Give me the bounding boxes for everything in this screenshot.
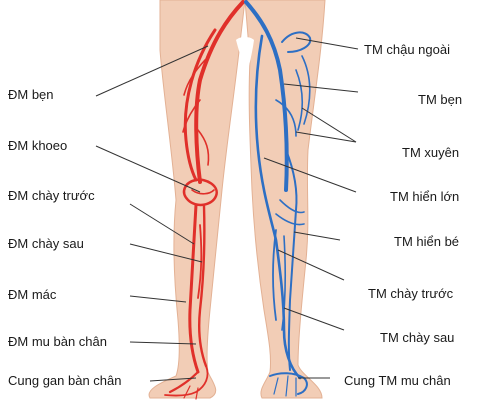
small-saphenous-vein (287, 209, 297, 371)
leader-tm-xuyen-2 (295, 131, 357, 143)
posterior-tibial-artery (198, 204, 208, 368)
label-dm-ben: ĐM bẹn (8, 87, 54, 102)
label-tm-chay-truoc: TM chày trước (368, 286, 454, 301)
arteries (164, 0, 245, 400)
leader-tm-hien-lon (263, 157, 357, 193)
left-leg (148, 0, 246, 399)
deep-femoral-artery (183, 28, 217, 182)
anterior-tibial-vein (272, 229, 277, 321)
dorsal-vein-branches (273, 375, 297, 397)
label-tm-xuyen: TM xuyên (402, 145, 460, 160)
peroneal-artery (197, 224, 203, 299)
posterior-tibial-vein (281, 235, 287, 331)
femoral-artery (194, 0, 245, 184)
leader-lines-left (95, 45, 209, 382)
leader-tm-chau-ngoai (295, 37, 359, 50)
label-cung-gan-ban-chan: Cung gan bàn chân (8, 373, 122, 388)
popliteal-loop (182, 178, 218, 207)
leader-cung-gan (149, 377, 197, 382)
perforator-veins (275, 55, 311, 137)
dorsalis-pedis-artery (168, 370, 200, 394)
label-dm-mac: ĐM mác (8, 287, 57, 302)
leader-dm-ben (95, 45, 209, 97)
crotch-shadow (236, 37, 254, 78)
leader-lines-right (263, 37, 359, 379)
leader-tm-chay-sau (283, 307, 345, 331)
leader-dm-khoeo (95, 145, 201, 193)
anterior-tibial-artery (188, 203, 200, 374)
label-dm-chay-truoc: ĐM chày trước (8, 188, 95, 203)
label-tm-hien-lon: TM hiển lớn (390, 189, 460, 204)
label-dm-khoeo: ĐM khoeo (8, 138, 68, 153)
femoral-branch-2 (182, 99, 201, 133)
femoral-branch-1 (183, 59, 206, 96)
leader-dm-chay-truoc (129, 203, 195, 245)
leader-dm-mac (129, 295, 187, 303)
popliteal-loop-2 (191, 189, 215, 195)
label-tm-ben: TM bẹn (418, 92, 463, 107)
knee-veins (275, 199, 305, 226)
right-leg (244, 0, 326, 399)
external-iliac-vein (244, 0, 289, 192)
femoral-branch-3 (197, 129, 210, 166)
label-cung-tm-mu-chan: Cung TM mu chân (344, 373, 451, 388)
plantar-branch-2 (195, 387, 199, 400)
leader-dm-chay-sau (129, 243, 203, 263)
label-tm-chay-sau: TM chày sau (380, 330, 455, 345)
leader-tm-chay-truoc (277, 249, 345, 281)
leader-tm-hien-be (293, 231, 341, 241)
legs-silhouette (148, 0, 326, 399)
leader-dm-mu-ban-chan (129, 341, 197, 345)
veins (244, 0, 312, 397)
label-tm-chau-ngoai: TM chậu ngoài (364, 42, 450, 57)
iliac-loop (281, 31, 312, 53)
leader-tm-ben (283, 83, 359, 93)
label-dm-chay-sau: ĐM chày sau (8, 236, 84, 251)
deep-vein-mid (285, 149, 298, 211)
label-tm-hien-be: TM hiển bé (394, 234, 460, 249)
plantar-branch-1 (183, 385, 191, 399)
label-dm-mu-ban-chan: ĐM mu bàn chân (8, 334, 107, 349)
plantar-arch (164, 365, 209, 397)
leader-tm-xuyen-1 (301, 107, 357, 143)
